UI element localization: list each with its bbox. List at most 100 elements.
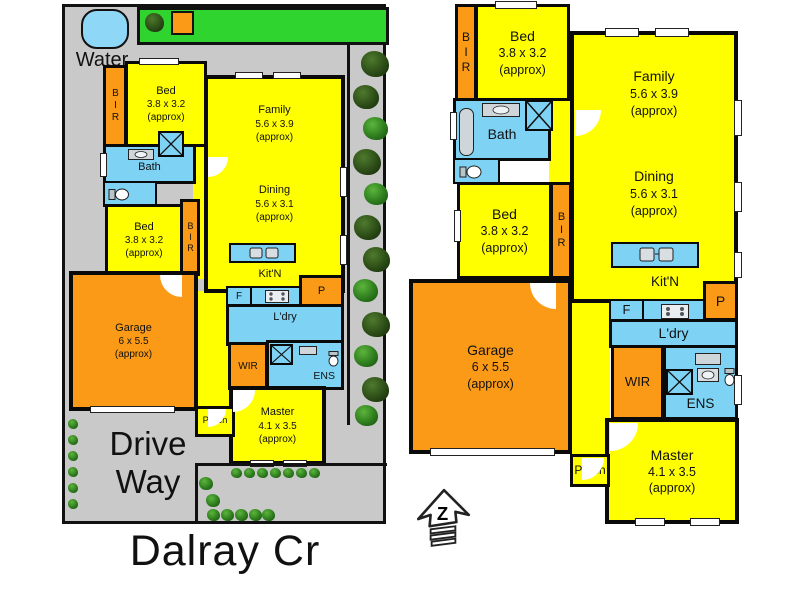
room-name-label: Master bbox=[260, 406, 295, 419]
dining-labels: Dining 5.6 x 3.1 (approx) bbox=[574, 167, 734, 220]
window-icon bbox=[139, 58, 179, 65]
room-approx-label: (approx) bbox=[258, 433, 297, 445]
room-name-label: Bed bbox=[492, 206, 517, 223]
fence-line bbox=[347, 43, 350, 425]
shrub-icon bbox=[262, 509, 275, 521]
plan-room-ens: ENS bbox=[663, 345, 738, 420]
window-icon bbox=[340, 235, 347, 265]
basin-icon bbox=[697, 368, 719, 382]
window-icon bbox=[734, 182, 742, 212]
shrub-icon bbox=[231, 468, 242, 478]
plan-room-garage: Garage 6 x 5.5 (approx) bbox=[409, 279, 572, 454]
shower-icon bbox=[525, 100, 553, 131]
room-dims-label: 6 x 5.5 bbox=[471, 360, 510, 375]
plan-pantry: P bbox=[703, 281, 738, 321]
room-name-label: Bed bbox=[134, 220, 154, 233]
site-room-laundry: L'dry bbox=[226, 304, 344, 346]
room-approx-label: (approx) bbox=[147, 112, 185, 124]
tree-icon bbox=[354, 215, 381, 240]
sink-icon bbox=[639, 247, 675, 262]
vanity-icon bbox=[695, 353, 721, 365]
plan-stove-bench bbox=[642, 299, 705, 321]
room-name-label: BIR bbox=[555, 211, 568, 250]
shrub-icon bbox=[207, 509, 220, 521]
shrub-icon bbox=[249, 509, 262, 521]
room-name-label: Bath bbox=[487, 126, 517, 143]
room-dims-label: 4.1 x 3.5 bbox=[258, 420, 297, 432]
kitchen-label: Kit'N bbox=[258, 268, 282, 280]
window-icon bbox=[734, 100, 742, 136]
family-labels: Family 5.6 x 3.9 (approx) bbox=[574, 67, 734, 120]
garage-door-icon bbox=[90, 406, 175, 413]
room-dims-label: 3.8 x 3.2 bbox=[480, 224, 529, 239]
garage-door-icon bbox=[430, 448, 555, 456]
room-name-label: Family bbox=[258, 104, 291, 116]
window-icon bbox=[235, 72, 263, 79]
room-name-label: BIR bbox=[185, 221, 196, 254]
site-hallway bbox=[195, 291, 231, 411]
room-approx-label: (approx) bbox=[648, 481, 696, 496]
tree-icon bbox=[361, 51, 389, 77]
yard-line bbox=[195, 463, 387, 466]
site-room-bir-mid: BIR bbox=[180, 199, 200, 276]
tree-icon bbox=[362, 377, 389, 402]
shed-icon bbox=[171, 11, 194, 35]
window-icon bbox=[734, 252, 742, 278]
tree-icon bbox=[353, 149, 381, 175]
fridge-label: F bbox=[622, 301, 631, 317]
room-name-label: ENS bbox=[313, 370, 335, 383]
room-dims-label: 4.1 x 3.5 bbox=[648, 464, 696, 479]
toilet-icon bbox=[459, 164, 483, 180]
vanity-icon bbox=[299, 346, 317, 355]
tree-icon bbox=[363, 117, 388, 140]
room-approx-label: (approx) bbox=[467, 376, 514, 391]
tree-icon bbox=[363, 247, 390, 272]
room-name-label: Bed bbox=[156, 84, 176, 97]
shrub-icon bbox=[68, 419, 78, 429]
shower-icon bbox=[666, 369, 693, 395]
room-name-label: L'dry bbox=[273, 311, 297, 323]
window-icon bbox=[655, 28, 689, 37]
pantry-label: P bbox=[715, 292, 726, 309]
room-dims-label: 5.6 x 3.1 bbox=[255, 198, 294, 210]
room-dims-label: 6 x 5.5 bbox=[118, 336, 149, 348]
kitchen-bench bbox=[229, 243, 296, 263]
room-approx-label: (approx) bbox=[499, 62, 546, 77]
window-icon bbox=[450, 112, 457, 140]
room-name-label: Dining bbox=[634, 168, 674, 184]
kitchen-bench bbox=[611, 242, 699, 268]
room-dims-label: 5.6 x 3.1 bbox=[630, 186, 678, 201]
shrub-icon bbox=[68, 483, 78, 493]
site-plan: Water BIR Bed 3.8 x 3.2 (approx) Bath Be… bbox=[62, 4, 390, 524]
tree-icon bbox=[362, 312, 390, 337]
room-dims-label: 5.6 x 3.9 bbox=[630, 86, 678, 101]
sink-icon bbox=[249, 247, 279, 259]
room-dims-label: 5.6 x 3.9 bbox=[255, 118, 294, 130]
shrub-icon bbox=[68, 467, 78, 477]
window-icon bbox=[340, 167, 347, 197]
vanity-icon bbox=[128, 149, 154, 160]
room-name-label: Family bbox=[633, 68, 675, 84]
north-arrow-letter: Z bbox=[437, 503, 448, 524]
pantry-label: P bbox=[317, 284, 326, 297]
room-name-label: BIR bbox=[459, 30, 473, 75]
plan-room-wc bbox=[453, 158, 500, 184]
site-room-bir-front: BIR bbox=[103, 65, 127, 147]
room-approx-label: (approx) bbox=[630, 103, 678, 118]
shrub-icon bbox=[257, 468, 268, 478]
window-icon bbox=[605, 28, 639, 37]
shower-icon bbox=[158, 131, 184, 157]
shrub-icon bbox=[244, 468, 255, 478]
shrub-icon bbox=[68, 451, 78, 461]
stove-icon bbox=[661, 304, 689, 319]
window-icon bbox=[100, 153, 107, 177]
room-name-label: Bath bbox=[138, 160, 161, 173]
street-name-label: Dalray Cr bbox=[129, 527, 321, 575]
window-icon bbox=[495, 1, 537, 9]
vanity-icon bbox=[482, 103, 520, 117]
plan-room-wir: WIR bbox=[611, 345, 664, 420]
shrub-icon bbox=[68, 499, 78, 509]
plan-fridge: F bbox=[609, 299, 644, 321]
shrub-icon bbox=[270, 468, 281, 478]
tree-icon bbox=[145, 13, 164, 32]
